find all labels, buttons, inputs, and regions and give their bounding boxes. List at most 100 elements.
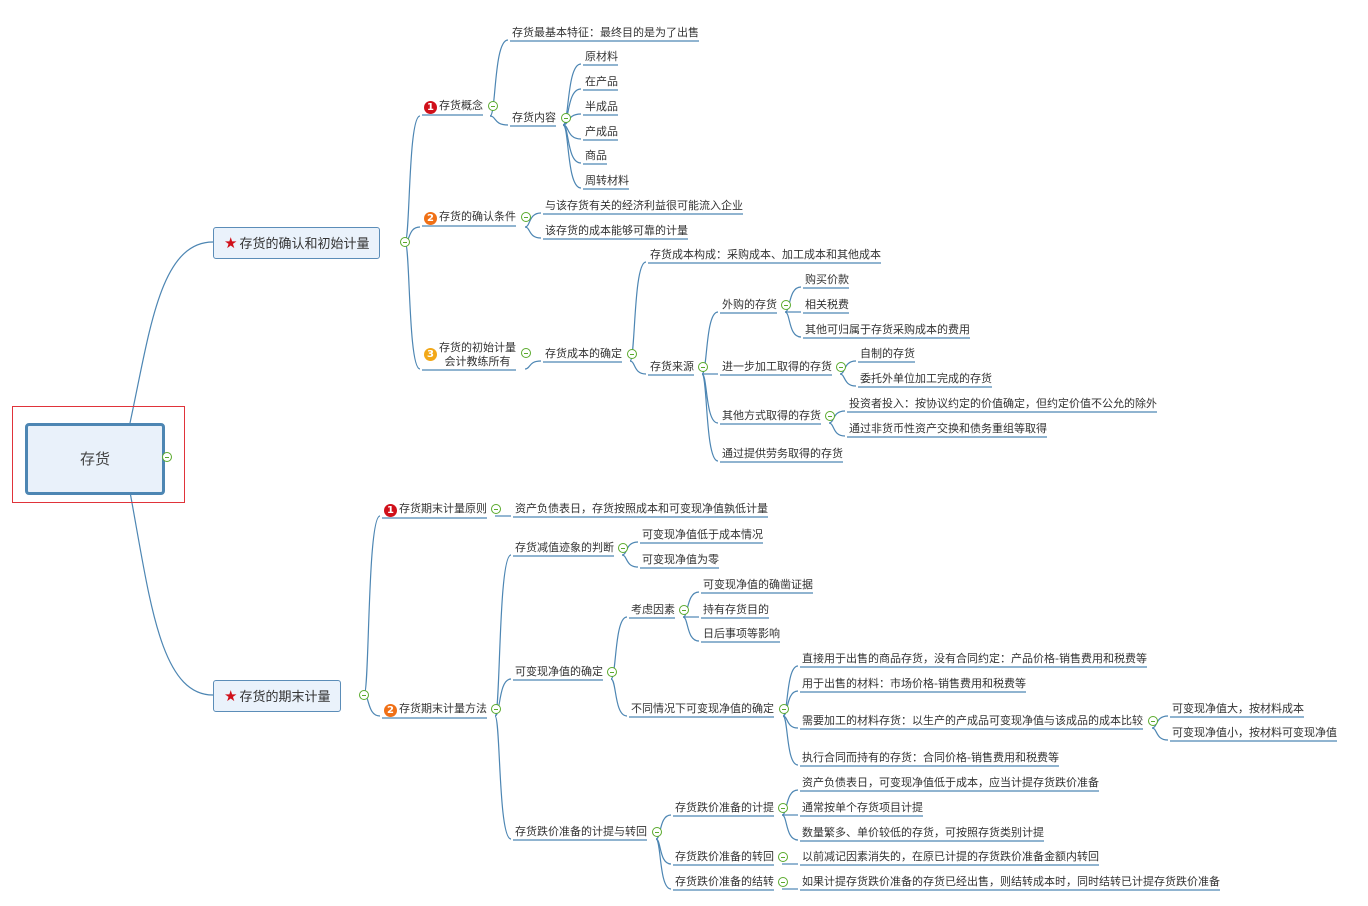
leaf-node[interactable]: 直接用于出售的商品存货，没有合同约定：产品价格-销售费用和税费等	[802, 652, 1147, 665]
subtopic-provision-transfer[interactable]: 存货跌价准备的结转	[675, 875, 774, 888]
subtopic-provision-reversal[interactable]: 存货跌价准备的转回	[675, 850, 774, 863]
subtopic-further-processing[interactable]: 进一步加工取得的存货	[722, 360, 832, 373]
collapse-icon[interactable]	[698, 362, 708, 372]
collapse-icon[interactable]	[652, 827, 662, 837]
leaf-node[interactable]: 商品	[585, 149, 607, 162]
subtopic-provision-accrual[interactable]: 存货跌价准备的计提	[675, 801, 774, 814]
collapse-icon[interactable]	[779, 704, 789, 714]
main-topic-period-end[interactable]: ★存货的期末计量	[213, 680, 342, 712]
leaf-node[interactable]: 执行合同而持有的存货：合同价格-销售费用和税费等	[802, 751, 1059, 764]
leaf-node[interactable]: 通过提供劳务取得的存货	[722, 447, 843, 460]
connector	[363, 515, 381, 696]
connector	[404, 115, 421, 243]
leaf-node[interactable]: 如果计提存货跌价准备的存货已经出售，则结转成本时，同时结转已计提存货跌价准备	[802, 875, 1220, 888]
subtopic-sources[interactable]: 存货来源	[650, 360, 694, 373]
collapse-icon[interactable]	[561, 113, 571, 123]
collapse-icon[interactable]	[618, 543, 628, 553]
priority-2-icon: 2	[424, 212, 437, 225]
leaf-node[interactable]: 原材料	[585, 50, 618, 63]
connector	[784, 286, 802, 313]
leaf-node[interactable]: 周转材料	[585, 174, 629, 187]
collapse-icon[interactable]	[778, 803, 788, 813]
leaf-node[interactable]: 通过非货币性资产交换和债务重组等取得	[849, 422, 1047, 435]
subtopic-materials-processing[interactable]: 需要加工的材料存货：以生产的产成品可变现净值与该成品的成本比较	[802, 714, 1143, 727]
leaf-node[interactable]: 可变现净值小，按材料可变现净值	[1172, 726, 1337, 739]
connector	[784, 311, 802, 338]
leaf-node[interactable]: 资产负债表日，存货按照成本和可变现净值孰低计量	[515, 502, 768, 515]
leaf-node[interactable]: 相关税费	[805, 298, 849, 311]
leaf-node[interactable]: 用于出售的材料：市场价格-销售费用和税费等	[802, 677, 1026, 690]
collapse-icon[interactable]	[781, 300, 791, 310]
subtopic-factors[interactable]: 考虑因素	[631, 603, 675, 616]
leaf-node[interactable]: 可变现净值大，按材料成本	[1172, 702, 1304, 715]
collapse-icon[interactable]	[627, 349, 637, 359]
connector	[682, 616, 700, 642]
collapse-icon[interactable]	[359, 690, 369, 700]
selection-box	[12, 406, 185, 503]
leaf-node[interactable]: 日后事项等影响	[703, 627, 780, 640]
leaf-node[interactable]: 可变现净值的确凿证据	[703, 578, 813, 591]
connector	[1151, 727, 1169, 741]
collapse-icon[interactable]	[836, 362, 846, 372]
leaf-node[interactable]: 自制的存货	[860, 347, 915, 360]
star-icon: ★	[224, 234, 238, 252]
collapse-icon[interactable]	[679, 605, 689, 615]
subtopic-purchased[interactable]: 外购的存货	[722, 298, 777, 311]
subtopic-impairment-indication[interactable]: 存货减值迹象的判断	[515, 541, 614, 554]
leaf-node[interactable]: 与该存货有关的经济利益很可能流入企业	[545, 199, 743, 212]
leaf-node[interactable]: 该存货的成本能够可靠的计量	[545, 224, 688, 237]
leaf-node[interactable]: 半成品	[585, 100, 618, 113]
connector	[782, 715, 799, 766]
subtopic-label-line: 会计教练所有	[444, 355, 511, 368]
leaf-node[interactable]: 产成品	[585, 125, 618, 138]
connector	[494, 554, 512, 717]
collapse-icon[interactable]	[162, 452, 172, 462]
subtopic-label: 存货的确认条件	[439, 210, 516, 223]
leaf-node[interactable]: 通常按单个存货项目计提	[802, 801, 923, 814]
collapse-icon[interactable]	[400, 237, 410, 247]
collapse-icon[interactable]	[521, 348, 531, 358]
leaf-node[interactable]: 以前减记因素消失的，在原已计提的存货跌价准备金额内转回	[802, 850, 1099, 863]
connector	[781, 789, 799, 816]
main-topic-recognition[interactable]: ★存货的确认和初始计量	[213, 227, 381, 259]
subtopic-content[interactable]: 存货内容	[512, 111, 556, 124]
collapse-icon[interactable]	[521, 212, 531, 222]
collapse-icon[interactable]	[825, 411, 835, 421]
leaf-node[interactable]: 可变现净值低于成本情况	[642, 528, 763, 541]
leaf-node[interactable]: 资产负债表日，可变现净值低于成本，应当计提存货跌价准备	[802, 776, 1099, 789]
leaf-node[interactable]: 投资者投入：按协议约定的价值确定，但约定价值不公允的除外	[849, 397, 1157, 410]
leaf-node[interactable]: 数量繁多、单价较低的存货，可按照存货类别计提	[802, 826, 1044, 839]
subtopic-cost-determination[interactable]: 存货成本的确定	[545, 347, 622, 360]
collapse-icon[interactable]	[1148, 716, 1158, 726]
subtopic-provision[interactable]: 存货跌价准备的计提与转回	[515, 825, 647, 838]
main-topic-label: 存货的确认和初始计量	[239, 237, 370, 252]
leaf-node[interactable]: 可变现净值为零	[642, 553, 719, 566]
leaf-node[interactable]: 持有存货目的	[703, 603, 769, 616]
priority-1-icon: 1	[424, 101, 437, 114]
collapse-icon[interactable]	[778, 852, 788, 862]
connector	[524, 212, 542, 228]
leaf-node[interactable]: 在产品	[585, 75, 618, 88]
leaf-node[interactable]: 存货成本构成：采购成本、加工成本和其他成本	[650, 248, 881, 261]
subtopic-initial-measurement[interactable]: 3存货的初始计量会计教练所有	[424, 341, 516, 369]
leaf-node[interactable]: 其他可归属于存货采购成本的费用	[805, 323, 970, 336]
subtopic-nrv-determination[interactable]: 可变现净值的确定	[515, 665, 603, 678]
connector	[629, 261, 647, 362]
central-topic[interactable]: 存货	[25, 423, 165, 495]
connector	[129, 241, 214, 424]
leaf-node[interactable]: 购买价款	[805, 273, 849, 286]
collapse-icon[interactable]	[488, 101, 498, 111]
subtopic-different-cases[interactable]: 不同情况下可变现净值的确定	[631, 702, 774, 715]
leaf-node[interactable]: 存货最基本特征：最终目的是为了出售	[512, 26, 699, 39]
collapse-icon[interactable]	[491, 704, 501, 714]
connector	[524, 360, 542, 370]
collapse-icon[interactable]	[778, 877, 788, 887]
subtopic-other-ways[interactable]: 其他方式取得的存货	[722, 409, 821, 422]
leaf-node[interactable]: 委托外单位加工完成的存货	[860, 372, 992, 385]
collapse-icon[interactable]	[607, 667, 617, 677]
collapse-icon[interactable]	[491, 504, 501, 514]
